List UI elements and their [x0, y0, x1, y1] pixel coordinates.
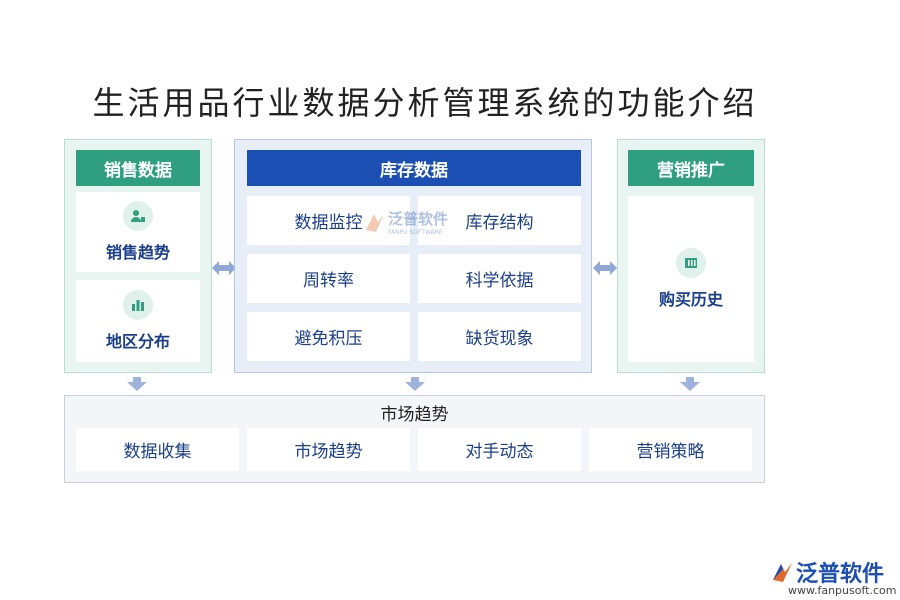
down-arrow-icon — [127, 377, 147, 391]
ledger-icon — [676, 248, 706, 278]
market-cell: 营销策略 — [589, 428, 752, 471]
watermark: 泛普软件 FANPU SOFTWARE — [362, 208, 448, 236]
sales-trend-card: 销售趋势 — [76, 192, 200, 272]
double-arrow-icon — [593, 261, 617, 275]
brand-logo: 泛普软件 — [770, 556, 884, 588]
market-cell: 数据收集 — [76, 428, 239, 471]
inventory-cell: 科学依据 — [418, 254, 581, 303]
brand-url: www.fanpusoft.com — [788, 584, 897, 597]
watermark-subtext: FANPU SOFTWARE — [388, 229, 443, 236]
purchase-history-card: 购买历史 — [628, 196, 754, 362]
inventory-cell: 库存结构 — [418, 196, 581, 245]
brand-name: 泛普软件 — [796, 562, 885, 587]
inventory-header: 库存数据 — [247, 150, 581, 186]
marketing-header: 营销推广 — [628, 150, 754, 186]
purchase-history-label: 购买历史 — [658, 290, 723, 309]
region-distribution-card: 地区分布 — [76, 280, 200, 362]
bar-chart-icon — [123, 290, 153, 320]
region-distribution-label: 地区分布 — [105, 332, 170, 351]
market-cell: 对手动态 — [418, 428, 581, 471]
market-title: 市场趋势 — [380, 405, 449, 425]
inventory-cell: 缺货现象 — [418, 312, 581, 361]
sales-header: 销售数据 — [76, 150, 200, 186]
watermark-text: 泛普软件 — [388, 210, 449, 228]
down-arrow-icon — [680, 377, 700, 391]
market-cell: 市场趋势 — [247, 428, 410, 471]
double-arrow-icon — [212, 261, 236, 275]
sales-trend-label: 销售趋势 — [105, 243, 170, 262]
down-arrow-icon — [405, 377, 425, 391]
fanpu-logo-icon — [366, 214, 384, 232]
person-chart-icon — [123, 201, 153, 231]
inventory-cell: 数据监控 — [247, 196, 410, 245]
inventory-cell: 避免积压 — [247, 312, 410, 361]
page-title: 生活用品行业数据分析管理系统的功能介绍 — [92, 84, 758, 122]
fanpu-logo-icon — [773, 563, 792, 582]
inventory-cell: 周转率 — [247, 254, 410, 303]
